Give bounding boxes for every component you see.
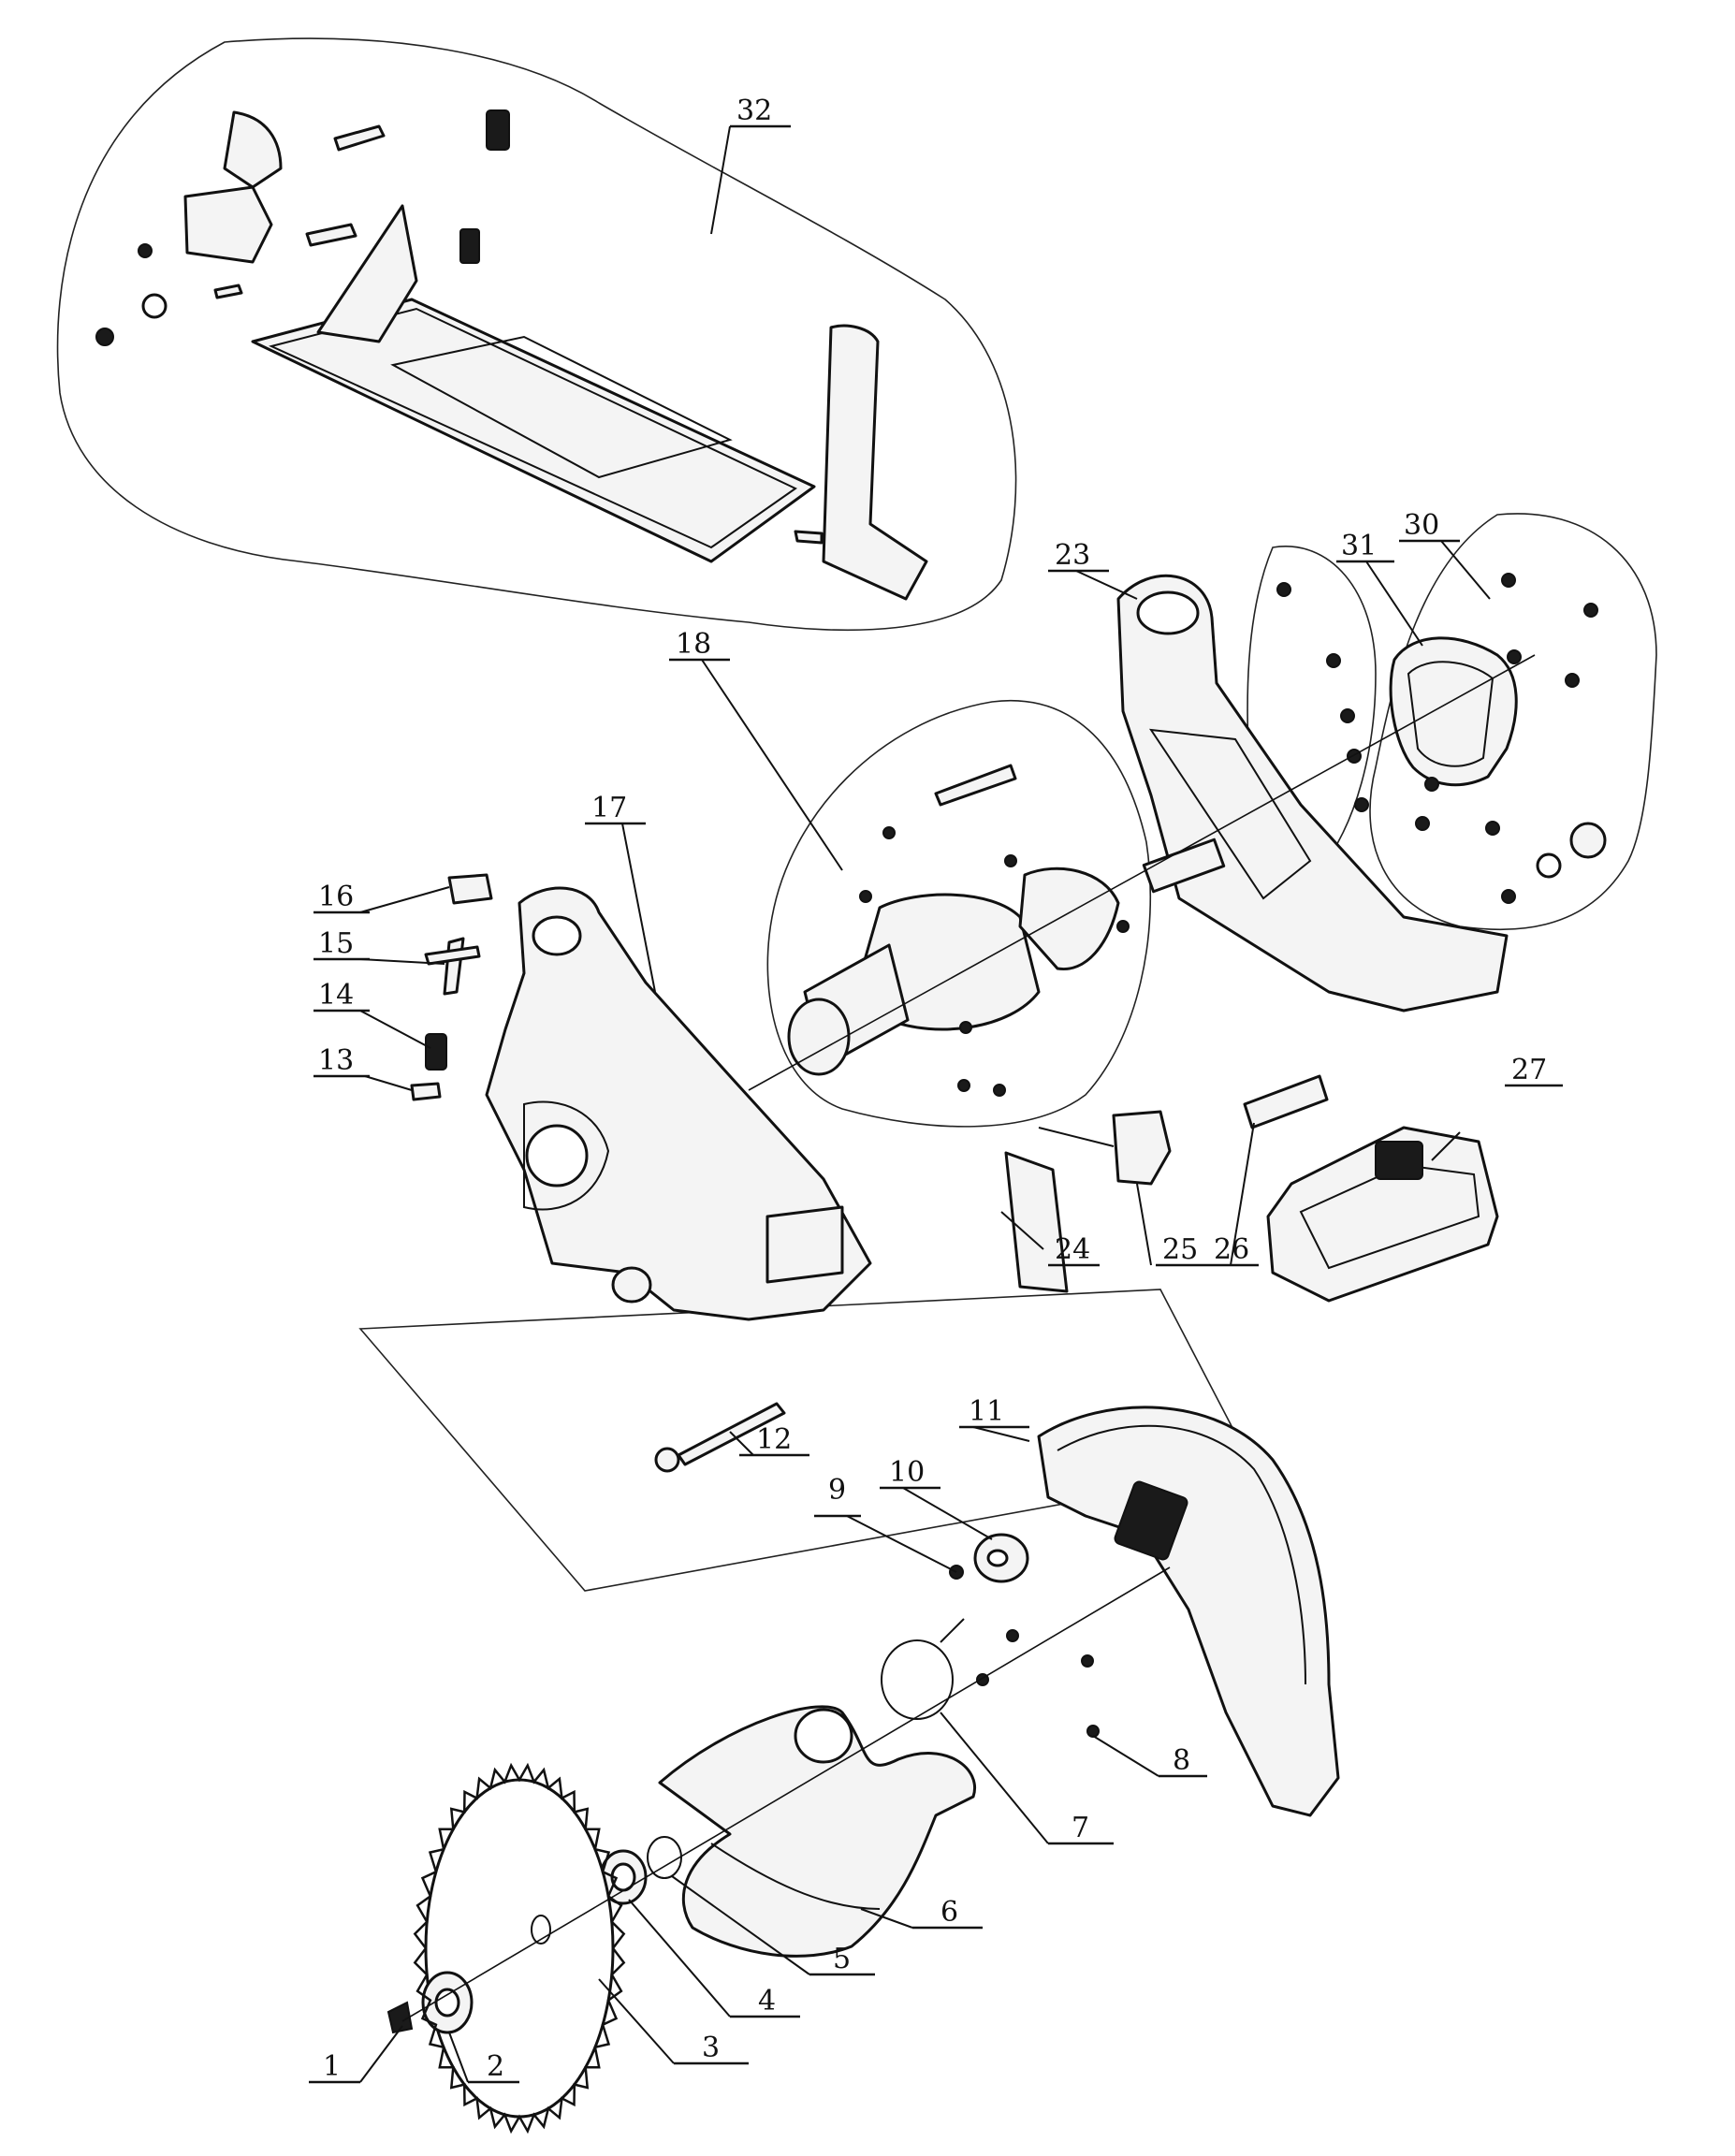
callout-5: 5 bbox=[833, 1943, 851, 1975]
retaining-ring-5 bbox=[647, 1836, 682, 1879]
base-plate-assembly bbox=[95, 109, 928, 601]
callout-underlines bbox=[309, 124, 1563, 2084]
callout-3: 3 bbox=[702, 2032, 720, 2064]
callout-1: 1 bbox=[323, 2050, 341, 2083]
callout-9: 9 bbox=[828, 1474, 846, 1507]
saw-blade-3 bbox=[424, 1778, 615, 2119]
fan-cover bbox=[1389, 636, 1518, 787]
callout-17: 17 bbox=[591, 792, 627, 824]
switch-25 bbox=[1038, 1110, 1172, 1186]
callout-14: 14 bbox=[318, 979, 354, 1012]
switch-cover-24 bbox=[1004, 1151, 1069, 1293]
contact-block-26 bbox=[1243, 1074, 1329, 1129]
callout-30: 30 bbox=[1404, 509, 1439, 542]
callout-31: 31 bbox=[1341, 530, 1377, 562]
lock-plate-13 bbox=[410, 1082, 442, 1101]
lock-pin-15 bbox=[424, 937, 481, 996]
leader-lines bbox=[359, 125, 1491, 2083]
motor-group-outline bbox=[766, 700, 1152, 1128]
callout-4: 4 bbox=[758, 1985, 776, 2018]
base-plate-group-outline bbox=[56, 37, 1017, 632]
callout-27: 27 bbox=[1511, 1054, 1547, 1086]
screw-set-30 bbox=[1485, 573, 1607, 904]
arbor-axis-line bbox=[401, 1566, 1171, 2022]
callout-24: 24 bbox=[1055, 1233, 1090, 1266]
spacer-10 bbox=[973, 1533, 1029, 1583]
lower-blade-guard-6 bbox=[658, 1705, 976, 1958]
callout-13: 13 bbox=[318, 1044, 354, 1077]
callout-7: 7 bbox=[1072, 1812, 1089, 1844]
battery-pack-27 bbox=[1266, 1126, 1499, 1303]
screw-group-30-outline bbox=[1369, 513, 1657, 931]
motor-axis-line bbox=[748, 654, 1536, 1091]
callout-11: 11 bbox=[969, 1395, 1004, 1428]
callout-2: 2 bbox=[487, 2050, 504, 2083]
callout-10: 10 bbox=[889, 1456, 925, 1489]
saw-blade-teeth bbox=[413, 1762, 626, 2134]
callout-8: 8 bbox=[1173, 1744, 1190, 1777]
callout-16: 16 bbox=[318, 881, 354, 913]
callout-26: 26 bbox=[1214, 1233, 1249, 1266]
callout-15: 15 bbox=[318, 927, 354, 960]
callout-23: 23 bbox=[1055, 539, 1090, 572]
lock-knob-16 bbox=[447, 873, 493, 905]
callout-6: 6 bbox=[940, 1896, 958, 1929]
blade-tooth-ring bbox=[413, 1762, 626, 2134]
return-spring-7 bbox=[881, 1618, 965, 1720]
callout-labels: 1 2 3 4 5 6 7 8 9 10 11 12 13 14 15 16 1… bbox=[318, 95, 1547, 2083]
upper-blade-guard-11 bbox=[1037, 1406, 1340, 1817]
spring-14 bbox=[425, 1033, 447, 1071]
arbor-bolt-1 bbox=[386, 2001, 414, 2034]
callout-32: 32 bbox=[736, 95, 772, 127]
left-motor-housing bbox=[485, 886, 872, 1321]
callout-18: 18 bbox=[676, 628, 711, 661]
callout-12: 12 bbox=[756, 1423, 792, 1456]
callout-25: 25 bbox=[1162, 1233, 1198, 1266]
motor-assembly bbox=[787, 764, 1130, 1097]
